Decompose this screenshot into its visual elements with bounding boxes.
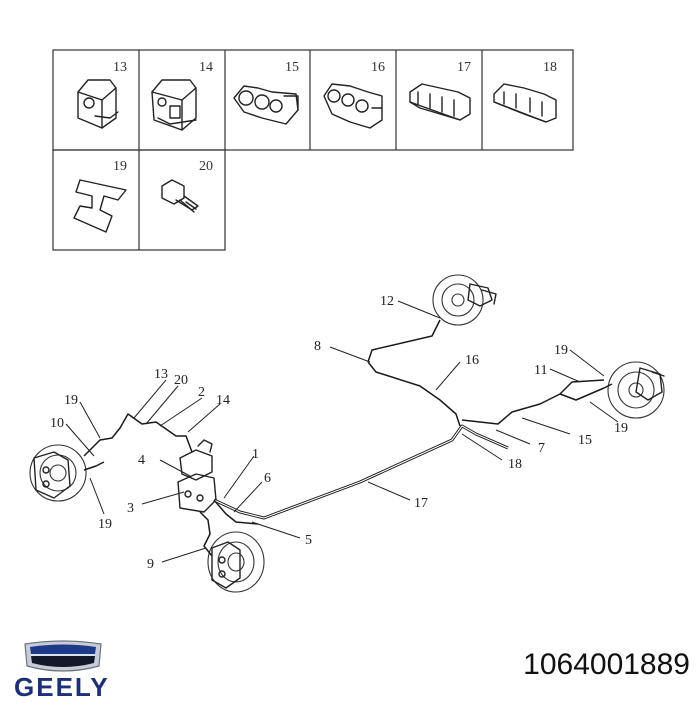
callout-17: 17: [414, 496, 428, 511]
callout-9: 9: [147, 557, 154, 572]
callout-14: 14: [216, 393, 230, 408]
callout-5: 5: [305, 533, 312, 548]
callout-1: 1: [252, 447, 259, 462]
front-brake-left-icon: [29, 444, 87, 502]
clip-17-icon: [409, 83, 471, 121]
callouts: 12 8 16 19 11 19 15 7 18 17 5 6 1 4 3 9 …: [50, 294, 628, 572]
cell-label-13: 13: [113, 60, 127, 75]
callout-4: 4: [138, 453, 145, 468]
brand-name: GEELY: [14, 672, 110, 702]
cell-label-16: 16: [371, 60, 385, 75]
leader-lines: [65, 300, 619, 563]
cell-label-19: 19: [113, 159, 127, 174]
callout-15: 15: [578, 433, 592, 448]
bolt-20-icon: [161, 179, 199, 213]
part-number: 1064001889: [523, 648, 690, 681]
parts-table: 13 14 15 16 17 18 19 20: [52, 49, 574, 251]
callout-19-front-bottom: 19: [98, 517, 112, 532]
callout-10: 10: [50, 416, 64, 431]
callout-19-front-top: 19: [64, 393, 78, 408]
cell-label-17: 17: [457, 60, 471, 75]
callout-3: 3: [127, 501, 134, 516]
clip-15-icon: [233, 85, 299, 125]
callout-12: 12: [380, 294, 394, 309]
cell-label-20: 20: [199, 159, 213, 174]
callout-19-rear-bottom: 19: [614, 421, 628, 436]
clip-13-icon: [77, 79, 119, 129]
rear-brake-12-icon: [432, 274, 497, 326]
callout-2: 2: [198, 385, 205, 400]
clip-16-icon: [323, 83, 383, 129]
callout-18: 18: [508, 457, 522, 472]
callout-13: 13: [154, 367, 168, 382]
spring-clip-19-icon: [73, 179, 127, 233]
callout-19-rear-top: 19: [554, 343, 568, 358]
callout-6: 6: [264, 471, 271, 486]
callout-16: 16: [465, 353, 479, 368]
clip-18-icon: [493, 83, 557, 123]
cell-label-18: 18: [543, 60, 557, 75]
callout-20: 20: [174, 373, 188, 388]
cell-label-15: 15: [285, 60, 299, 75]
callout-8: 8: [314, 339, 321, 354]
brake-master-unit-icon: [177, 439, 217, 513]
rear-brake-11-icon: [607, 361, 665, 419]
brake-pipes: [83, 319, 613, 557]
front-brake-right-icon: [207, 531, 265, 593]
clip-14-icon: [151, 79, 197, 131]
callout-7: 7: [538, 441, 545, 456]
callout-11: 11: [534, 363, 547, 378]
cell-label-14: 14: [199, 60, 213, 75]
geely-logo-icon: [24, 640, 102, 672]
